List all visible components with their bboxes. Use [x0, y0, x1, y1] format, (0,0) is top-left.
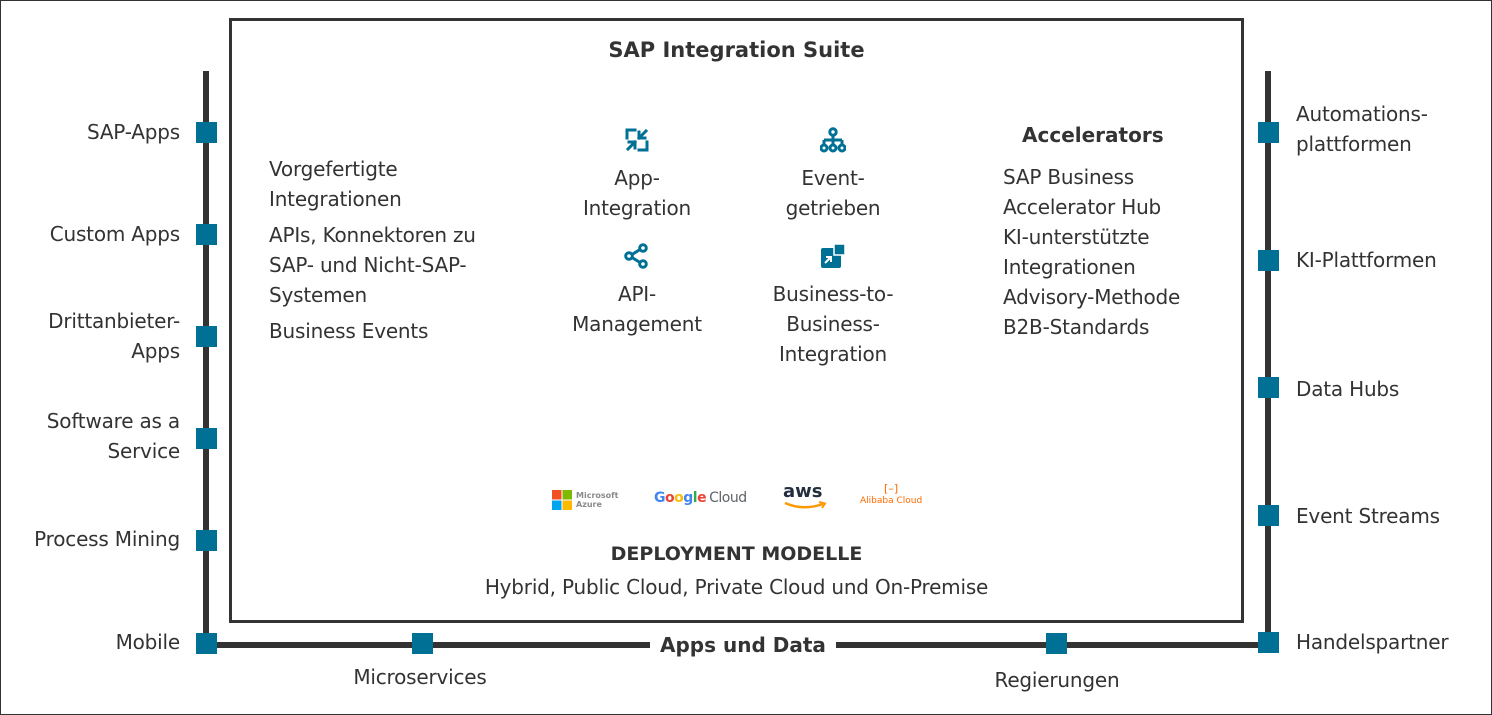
capability-b2b-integration: Business-to- Business- Integration [758, 279, 908, 369]
label-microservices: Microservices [353, 665, 487, 689]
feature-item: Vorgefertigte Integrationen [269, 154, 519, 214]
label-line: plattformen [1296, 132, 1412, 156]
label-line: Automations- [1296, 102, 1428, 126]
feature-text: Integrationen [269, 187, 402, 211]
accelerator-item: SAP Business [1003, 165, 1134, 189]
aws-smile-icon [784, 501, 827, 509]
capability-label: Business- [786, 312, 880, 336]
node-governments [1046, 633, 1067, 654]
accelerators-heading: Accelerators [1022, 123, 1164, 147]
accelerator-item: Accelerator Hub [1003, 195, 1162, 219]
feature-item: Business Events [269, 316, 519, 346]
logo-letter: o [674, 490, 684, 506]
node-ai-platforms [1258, 250, 1279, 271]
logo-text: aws [783, 481, 823, 502]
label-event-streams: Event Streams [1296, 504, 1440, 528]
alibaba-cloud-logo: [–] Alibaba Cloud [860, 483, 922, 507]
feature-text: Systemen [269, 283, 367, 307]
node-data-hubs [1258, 377, 1279, 398]
accelerator-item: Integrationen [1003, 255, 1136, 279]
feature-text: Vorgefertigte [269, 157, 398, 181]
label-line: Apps [131, 339, 180, 363]
node-sap-apps [196, 122, 217, 143]
feature-list: Vorgefertigte Integrationen APIs, Konnek… [269, 154, 519, 346]
capability-label: Integration [778, 342, 887, 366]
label-line: Drittanbieter- [48, 309, 180, 333]
capability-label: Integration [582, 196, 691, 220]
node-custom-apps [196, 224, 217, 245]
accelerator-item: B2B-Standards [1003, 315, 1150, 339]
label-trading-partners: Handelspartner [1296, 630, 1449, 654]
microsoft-azure-logo: Microsoft Azure [552, 490, 618, 510]
capability-label: getrieben [785, 196, 881, 220]
logo-text: Alibaba Cloud [860, 496, 923, 506]
label-automation-platforms: Automations- plattformen [1296, 99, 1428, 159]
logo-letter: G [654, 490, 666, 506]
capability-label: API- [617, 282, 657, 306]
feature-text: APIs, Konnektoren zu [269, 223, 476, 247]
deployment-text: Hybrid, Public Cloud, Private Cloud und … [484, 575, 989, 599]
node-mobile [196, 633, 217, 654]
left-connector-line [203, 71, 209, 648]
capability-app-integration: App- Integration [562, 163, 712, 223]
accelerators-list: SAP Business Accelerator Hub KI-unterstü… [1003, 162, 1223, 342]
label-data-hubs: Data Hubs [1296, 377, 1400, 401]
label-process-mining: Process Mining [34, 527, 180, 551]
suite-title: SAP Integration Suite [608, 38, 865, 62]
label-third-party-apps: Drittanbieter- Apps [48, 306, 180, 366]
feature-text: Business Events [269, 319, 429, 343]
alibaba-symbol-icon: [–] [884, 482, 899, 495]
capability-api-management: API- Management [562, 279, 712, 339]
accelerator-item: Advisory-Methode [1003, 285, 1181, 309]
label-saas: Software as a Service [47, 406, 180, 466]
accelerator-item: KI-unterstützte [1003, 225, 1150, 249]
microsoft-squares-icon [552, 490, 572, 510]
logo-letter: g [683, 490, 693, 506]
api-share-icon [624, 243, 648, 269]
logo-text: Cloud [709, 490, 747, 506]
node-third-party-apps [196, 326, 217, 347]
capability-label: App- [614, 166, 660, 190]
apps-and-data-label: Apps und Data [650, 630, 836, 660]
deployment-heading: DEPLOYMENT MODELLE [610, 543, 863, 565]
logo-text: Azure [576, 500, 602, 509]
label-governments: Regierungen [994, 668, 1120, 692]
label-line: Service [107, 439, 180, 463]
capability-label: Management [572, 312, 702, 336]
capability-label: Business-to- [772, 282, 894, 306]
node-trading-partners [1258, 632, 1279, 653]
label-ai-platforms: KI-Plattformen [1296, 248, 1437, 272]
label-sap-apps: SAP-Apps [86, 120, 180, 144]
logo-letter: e [697, 490, 707, 506]
app-integration-icon [625, 128, 649, 152]
label-mobile: Mobile [115, 630, 181, 654]
aws-logo: aws [783, 483, 829, 511]
right-connector-line [1265, 71, 1271, 648]
label-custom-apps: Custom Apps [49, 222, 180, 246]
node-automation-platforms [1258, 122, 1279, 143]
feature-text: SAP- und Nicht-SAP- [269, 253, 467, 277]
integration-suite-box: SAP Integration Suite Vorgefertigte Inte… [229, 18, 1244, 623]
feature-item: APIs, Konnektoren zu SAP- und Nicht-SAP-… [269, 220, 519, 310]
label-line: Software as a [46, 409, 180, 433]
node-process-mining [196, 530, 217, 551]
logo-text: Microsoft [576, 491, 619, 500]
node-event-streams [1258, 505, 1279, 526]
capability-label: Event- [801, 166, 865, 190]
node-microservices [412, 633, 433, 654]
logo-letter: l [692, 490, 698, 506]
logo-letter: o [665, 490, 675, 506]
capability-event-driven: Event- getrieben [758, 163, 908, 223]
node-saas [196, 428, 217, 449]
b2b-puzzle-icon [821, 243, 846, 268]
event-hierarchy-icon [820, 127, 846, 153]
